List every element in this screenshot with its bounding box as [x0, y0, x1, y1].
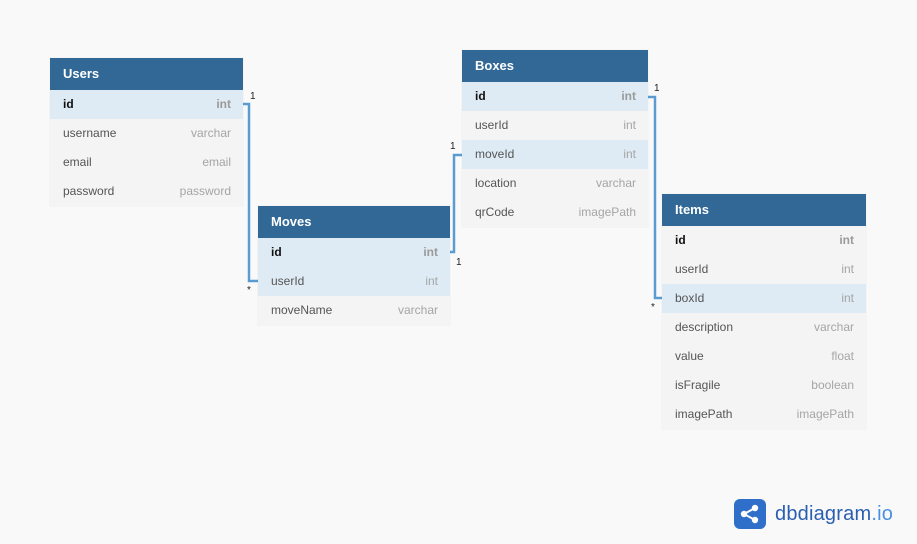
field-type: int: [425, 274, 438, 288]
field-row[interactable]: password password: [50, 177, 243, 206]
field-type: varchar: [397, 303, 438, 317]
field-name: id: [475, 89, 486, 103]
field-name: email: [63, 155, 92, 169]
field-row[interactable]: description varchar: [662, 313, 866, 342]
brand-logo[interactable]: dbdiagram.io: [734, 499, 893, 529]
field-name: userId: [271, 274, 305, 288]
field-row[interactable]: email email: [50, 148, 243, 177]
table-header-users[interactable]: Users: [50, 58, 243, 90]
field-row[interactable]: boxId int: [662, 284, 866, 313]
field-name: qrCode: [475, 205, 515, 219]
field-row[interactable]: location varchar: [462, 169, 648, 198]
relation-moves-boxes[interactable]: [450, 153, 462, 254]
cardinality-moves-many: *: [247, 285, 251, 296]
field-name: isFragile: [675, 378, 721, 392]
field-row[interactable]: userId int: [258, 267, 450, 296]
cardinality-moves-one: 1: [456, 257, 462, 268]
table-moves[interactable]: Moves id int userId int moveName varchar: [258, 206, 450, 325]
cardinality-items-many: *: [651, 302, 655, 313]
field-type: int: [216, 97, 231, 111]
field-row[interactable]: moveName varchar: [258, 296, 450, 325]
brand-name: dbdiagram.io: [775, 503, 893, 526]
field-row[interactable]: id int: [258, 238, 450, 267]
relation-users-moves[interactable]: [243, 102, 258, 283]
field-name: password: [63, 184, 115, 198]
field-name: boxId: [675, 291, 705, 305]
relation-boxes-items[interactable]: [648, 95, 662, 300]
field-type: int: [621, 89, 636, 103]
table-header-boxes[interactable]: Boxes: [462, 50, 648, 82]
field-type: varchar: [190, 126, 231, 140]
brand-name-suffix: .io: [871, 502, 894, 525]
table-boxes[interactable]: Boxes id int userId int moveId int locat…: [462, 50, 648, 227]
field-type: varchar: [813, 320, 854, 334]
field-name: userId: [475, 118, 509, 132]
field-name: location: [475, 176, 517, 190]
field-type: imagePath: [578, 205, 636, 219]
field-row[interactable]: userId int: [462, 111, 648, 140]
field-type: password: [179, 184, 231, 198]
cardinality-users-one: 1: [250, 91, 256, 102]
field-name: imagePath: [675, 407, 733, 421]
field-name: id: [63, 97, 74, 111]
table-items[interactable]: Items id int userId int boxId int descri…: [662, 194, 866, 429]
field-type: int: [623, 118, 636, 132]
field-row[interactable]: id int: [50, 90, 243, 119]
field-type: int: [423, 245, 438, 259]
field-type: int: [623, 147, 636, 161]
table-header-moves[interactable]: Moves: [258, 206, 450, 238]
field-row[interactable]: moveId int: [462, 140, 648, 169]
field-row[interactable]: value float: [662, 342, 866, 371]
table-header-items[interactable]: Items: [662, 194, 866, 226]
field-type: email: [202, 155, 231, 169]
field-row[interactable]: userId int: [662, 255, 866, 284]
field-name: userId: [675, 262, 709, 276]
field-type: int: [841, 291, 854, 305]
field-type: int: [841, 262, 854, 276]
field-name: id: [271, 245, 282, 259]
field-row[interactable]: isFragile boolean: [662, 371, 866, 400]
field-name: username: [63, 126, 117, 140]
field-name: value: [675, 349, 704, 363]
field-type: imagePath: [796, 407, 854, 421]
field-name: id: [675, 233, 686, 247]
field-type: int: [839, 233, 854, 247]
field-type: boolean: [811, 378, 854, 392]
field-name: moveId: [475, 147, 515, 161]
field-name: moveName: [271, 303, 333, 317]
cardinality-boxes-one: 1: [450, 141, 456, 152]
cardinality-boxes-items-one: 1: [654, 83, 660, 94]
field-row[interactable]: id int: [462, 82, 648, 111]
field-row[interactable]: id int: [662, 226, 866, 255]
field-row[interactable]: imagePath imagePath: [662, 400, 866, 429]
brand-name-main: dbdiagram: [775, 502, 872, 525]
table-users[interactable]: Users id int username varchar email emai…: [50, 58, 243, 206]
share-nodes-icon: [734, 499, 766, 529]
field-type: float: [831, 349, 854, 363]
field-row[interactable]: username varchar: [50, 119, 243, 148]
field-row[interactable]: qrCode imagePath: [462, 198, 648, 227]
field-name: description: [675, 320, 734, 334]
field-type: varchar: [595, 176, 636, 190]
